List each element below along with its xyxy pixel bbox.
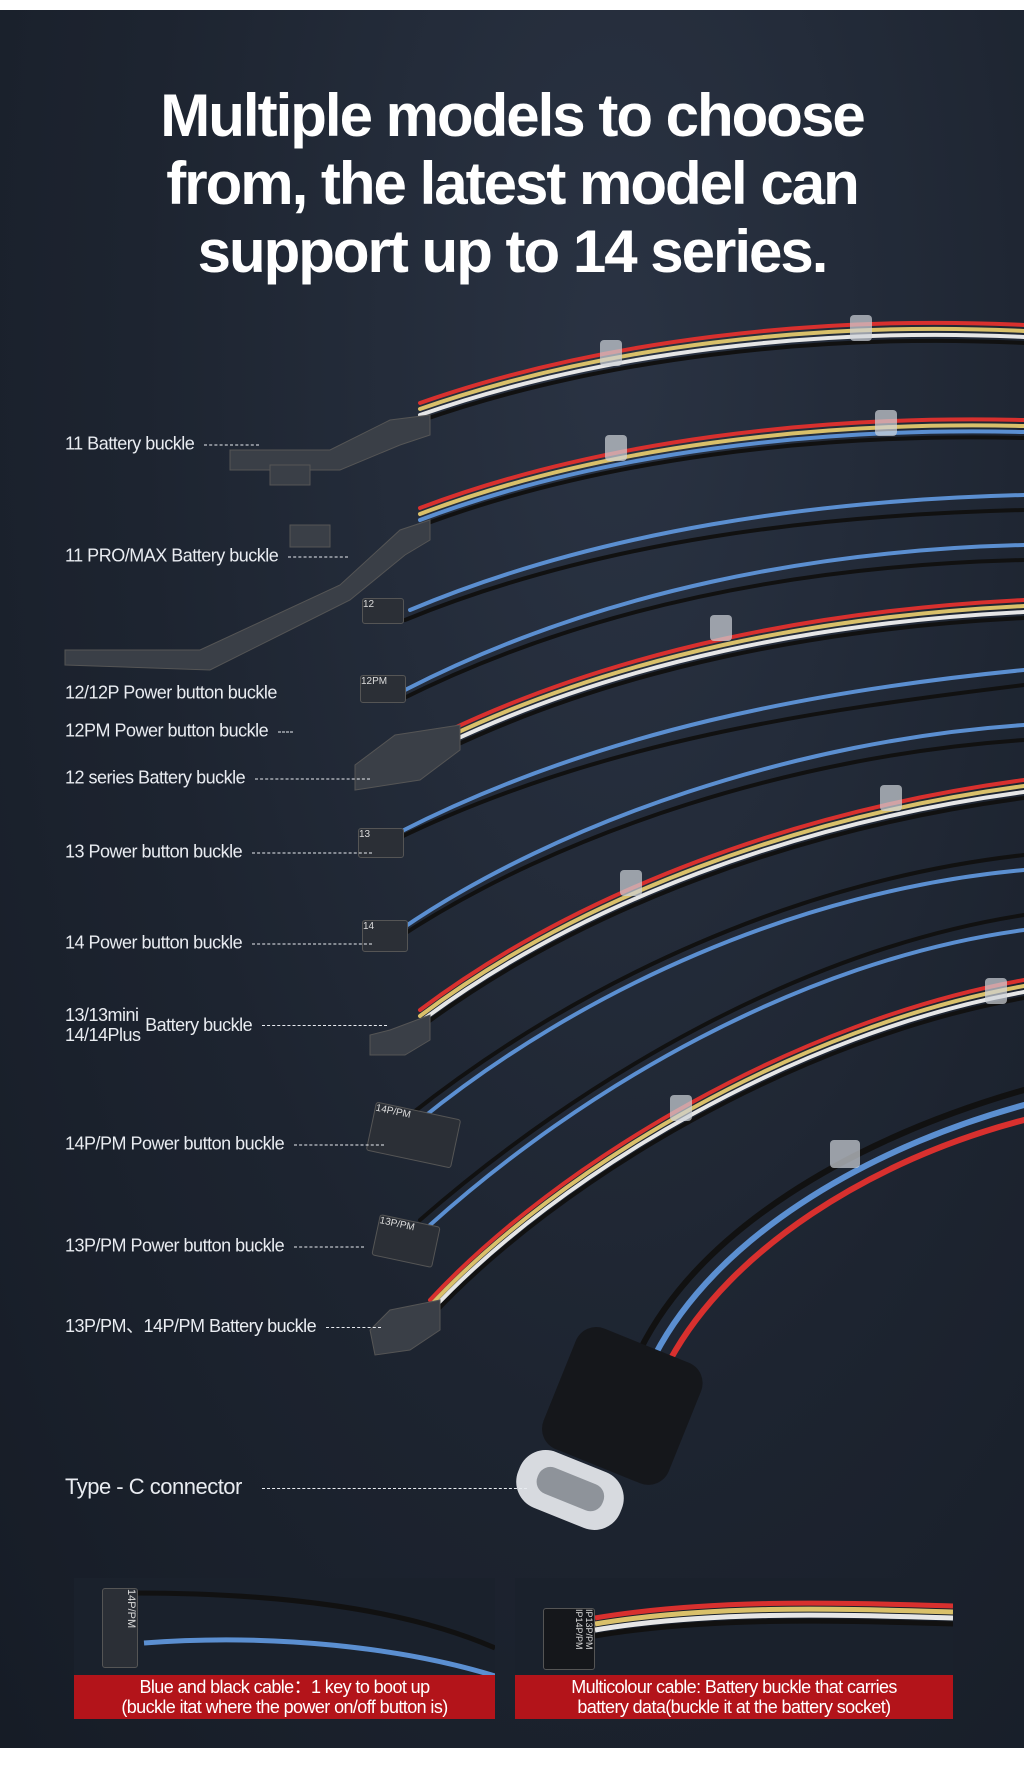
connector-mark: IP13P/PM IP14P/PM (574, 1609, 594, 1650)
cable-bundle-11 (418, 320, 1024, 423)
cable-bundle-12 (448, 598, 1024, 750)
headline-line-1: Multiple models to choose (160, 82, 865, 149)
caption-line-1: Blue and black cable：1 key to boot up (139, 1677, 430, 1697)
label-text: Type - C connector (65, 1474, 242, 1499)
battery-cable-closeup (594, 1600, 953, 1639)
connector-closeup-14ppm: 14P/PM (102, 1588, 138, 1668)
label-text: 12 series Battery buckle (65, 767, 246, 788)
label-11-battery-buckle: 11 Battery buckle (65, 433, 260, 455)
typec-cable (637, 1087, 1024, 1363)
label-text: 11 Battery buckle (65, 433, 195, 454)
label-text: 14 Power button buckle (65, 932, 243, 953)
caption-battery-cable: Multicolour cable: Battery buckle that c… (515, 1675, 953, 1719)
label-text: 14/14Plus (65, 1025, 141, 1045)
caption-line-2: (buckle itat where the power on/off butt… (121, 1697, 448, 1717)
label-text: 12/12P Power button buckle (65, 682, 277, 703)
caption-line-1: Multicolour cable: Battery buckle that c… (571, 1677, 897, 1697)
connector-closeup-battery: IP13P/PM IP14P/PM (543, 1608, 595, 1670)
label-14ppm-power-buckle: 14P/PM Power button buckle (65, 1133, 385, 1155)
panel-power-cable: 14P/PM Blue and black cable：1 key to boo… (74, 1578, 495, 1719)
leader-line (288, 556, 349, 558)
label-text: 11 PRO/MAX Battery buckle (65, 545, 279, 566)
label-12-power-buckle: 12/12P Power button buckle (65, 683, 277, 704)
label-text: 14P/PM Power button buckle (65, 1133, 285, 1154)
label-text: Battery buckle (145, 1015, 253, 1035)
leader-line (294, 1246, 365, 1248)
caption-line-2: battery data(buckle it at the battery so… (577, 1697, 891, 1717)
label-text: 13P/PM、14P/PM Battery buckle (65, 1316, 317, 1336)
connector-12: 12 (362, 598, 404, 624)
label-text: 13P/PM Power button buckle (65, 1235, 285, 1256)
label-13-power-buckle: 13 Power button buckle (65, 841, 373, 863)
power-cable-closeup (133, 1590, 495, 1679)
leader-line (278, 731, 294, 733)
label-11pro-battery-buckle: 11 PRO/MAX Battery buckle (65, 545, 349, 567)
connector-mark: 14 (363, 921, 375, 932)
label-12pm-power-buckle: 12PM Power button buckle (65, 720, 294, 742)
headline-line-2: from, the latest model can (166, 150, 860, 217)
leader-line (262, 1024, 388, 1026)
product-image: Multiple models to choose from, the late… (0, 10, 1024, 1748)
connector-mark: 12 (363, 599, 375, 610)
leader-line (255, 778, 371, 780)
label-13ppm-power-buckle: 13P/PM Power button buckle (65, 1235, 365, 1257)
headline: Multiple models to choose from, the late… (0, 82, 1024, 286)
label-text: 13/13mini (65, 1005, 139, 1025)
label-14-power-buckle: 14 Power button buckle (65, 932, 373, 954)
leader-line (326, 1326, 382, 1328)
connector-mark: 13 (359, 829, 371, 840)
leader-line (204, 444, 260, 446)
panel-battery-cable: IP13P/PM IP14P/PM Multicolour cable: Bat… (515, 1578, 953, 1719)
typec-connector-illustration (516, 1327, 703, 1530)
label-12-battery-buckle: 12 series Battery buckle (65, 767, 371, 789)
leader-line (261, 1487, 527, 1489)
caption-power-cable: Blue and black cable：1 key to boot up (b… (74, 1675, 495, 1719)
label-text: 12PM Power button buckle (65, 720, 269, 741)
cables-illustration (64, 315, 1024, 1530)
connector-14: 14 (362, 920, 408, 952)
connector-12pm: 12PM (360, 675, 406, 703)
leader-line (252, 943, 373, 945)
label-13-14ppm-battery-buckle: 13P/PM、14P/PM Battery buckle (65, 1312, 382, 1338)
label-text: 13 Power button buckle (65, 841, 243, 862)
cable-bundle-13 (418, 778, 1024, 1030)
connector-mark: 12PM (361, 676, 388, 687)
cable-bundle-11pro (418, 417, 1024, 528)
headline-line-3: support up to 14 series. (197, 218, 829, 285)
label-typec-connector: Type - C connector (65, 1474, 527, 1500)
leader-line (294, 1144, 385, 1146)
connector-mark: 14P/PM (125, 1589, 137, 1629)
leader-line (252, 852, 373, 854)
